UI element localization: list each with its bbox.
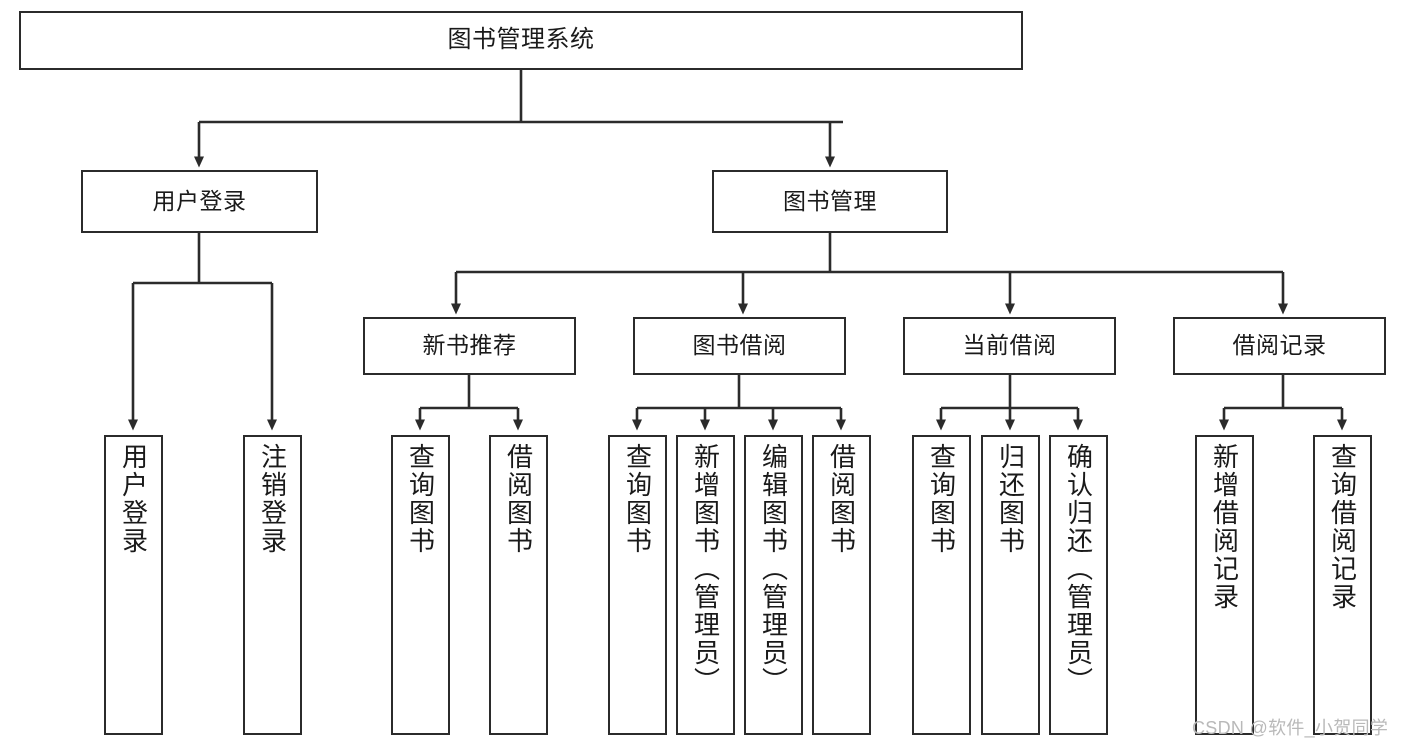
node-leaf-query-record[interactable]: 查询借阅记录 [1313, 435, 1372, 735]
node-leaf-query-book-3-label: 查询图书 [926, 443, 957, 555]
node-leaf-edit-book-label: 编辑图书（管理员） [758, 443, 789, 695]
node-leaf-borrow-book-1[interactable]: 借阅图书 [489, 435, 548, 735]
node-leaf-confirm-return[interactable]: 确认归还（管理员） [1049, 435, 1108, 735]
node-user-login[interactable]: 用户登录 [81, 170, 318, 233]
node-leaf-user-login[interactable]: 用户登录 [104, 435, 163, 735]
node-user-login-label: 用户登录 [152, 187, 247, 214]
node-book-manage-label: 图书管理 [783, 187, 877, 214]
node-leaf-query-book-3[interactable]: 查询图书 [912, 435, 971, 735]
node-root[interactable]: 图书管理系统 [19, 11, 1023, 70]
node-leaf-borrow-book-2[interactable]: 借阅图书 [812, 435, 871, 735]
node-leaf-user-login-label: 用户登录 [118, 443, 149, 555]
node-leaf-query-record-label: 查询借阅记录 [1327, 443, 1358, 611]
node-leaf-borrow-book-1-label: 借阅图书 [503, 443, 534, 555]
node-current-borrow[interactable]: 当前借阅 [903, 317, 1116, 375]
node-leaf-return-book[interactable]: 归还图书 [981, 435, 1040, 735]
node-leaf-add-book-label: 新增图书（管理员） [690, 443, 721, 695]
node-leaf-edit-book[interactable]: 编辑图书（管理员） [744, 435, 803, 735]
node-current-borrow-label: 当前借阅 [962, 332, 1057, 359]
node-borrow-record[interactable]: 借阅记录 [1173, 317, 1386, 375]
node-leaf-logout[interactable]: 注销登录 [243, 435, 302, 735]
node-leaf-query-book-2-label: 查询图书 [622, 443, 653, 555]
node-leaf-borrow-book-2-label: 借阅图书 [826, 443, 857, 555]
node-leaf-query-book-1[interactable]: 查询图书 [391, 435, 450, 735]
node-borrow-record-label: 借阅记录 [1232, 332, 1327, 359]
node-leaf-add-book[interactable]: 新增图书（管理员） [676, 435, 735, 735]
node-leaf-add-record[interactable]: 新增借阅记录 [1195, 435, 1254, 735]
node-leaf-confirm-return-label: 确认归还（管理员） [1063, 443, 1094, 695]
node-leaf-query-book-1-label: 查询图书 [405, 443, 436, 555]
csdn-watermark: CSDN @软件_小贺同学 [1192, 718, 1389, 738]
node-leaf-logout-label: 注销登录 [257, 443, 288, 555]
node-book-manage[interactable]: 图书管理 [712, 170, 948, 233]
node-root-label: 图书管理系统 [447, 26, 595, 54]
node-leaf-add-record-label: 新增借阅记录 [1209, 443, 1240, 611]
node-leaf-return-book-label: 归还图书 [995, 443, 1026, 555]
node-new-book-rec-label: 新书推荐 [422, 332, 517, 359]
node-new-book-rec[interactable]: 新书推荐 [363, 317, 576, 375]
node-book-borrow[interactable]: 图书借阅 [633, 317, 846, 375]
node-book-borrow-label: 图书借阅 [692, 332, 787, 359]
node-leaf-query-book-2[interactable]: 查询图书 [608, 435, 667, 735]
